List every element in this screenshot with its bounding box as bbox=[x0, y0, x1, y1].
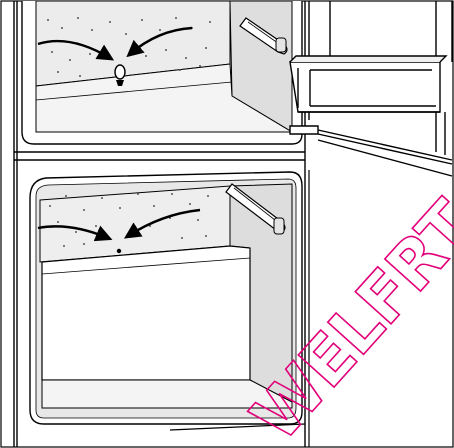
upper-compartment bbox=[22, 1, 302, 144]
drain-outlet-lower bbox=[117, 249, 121, 253]
